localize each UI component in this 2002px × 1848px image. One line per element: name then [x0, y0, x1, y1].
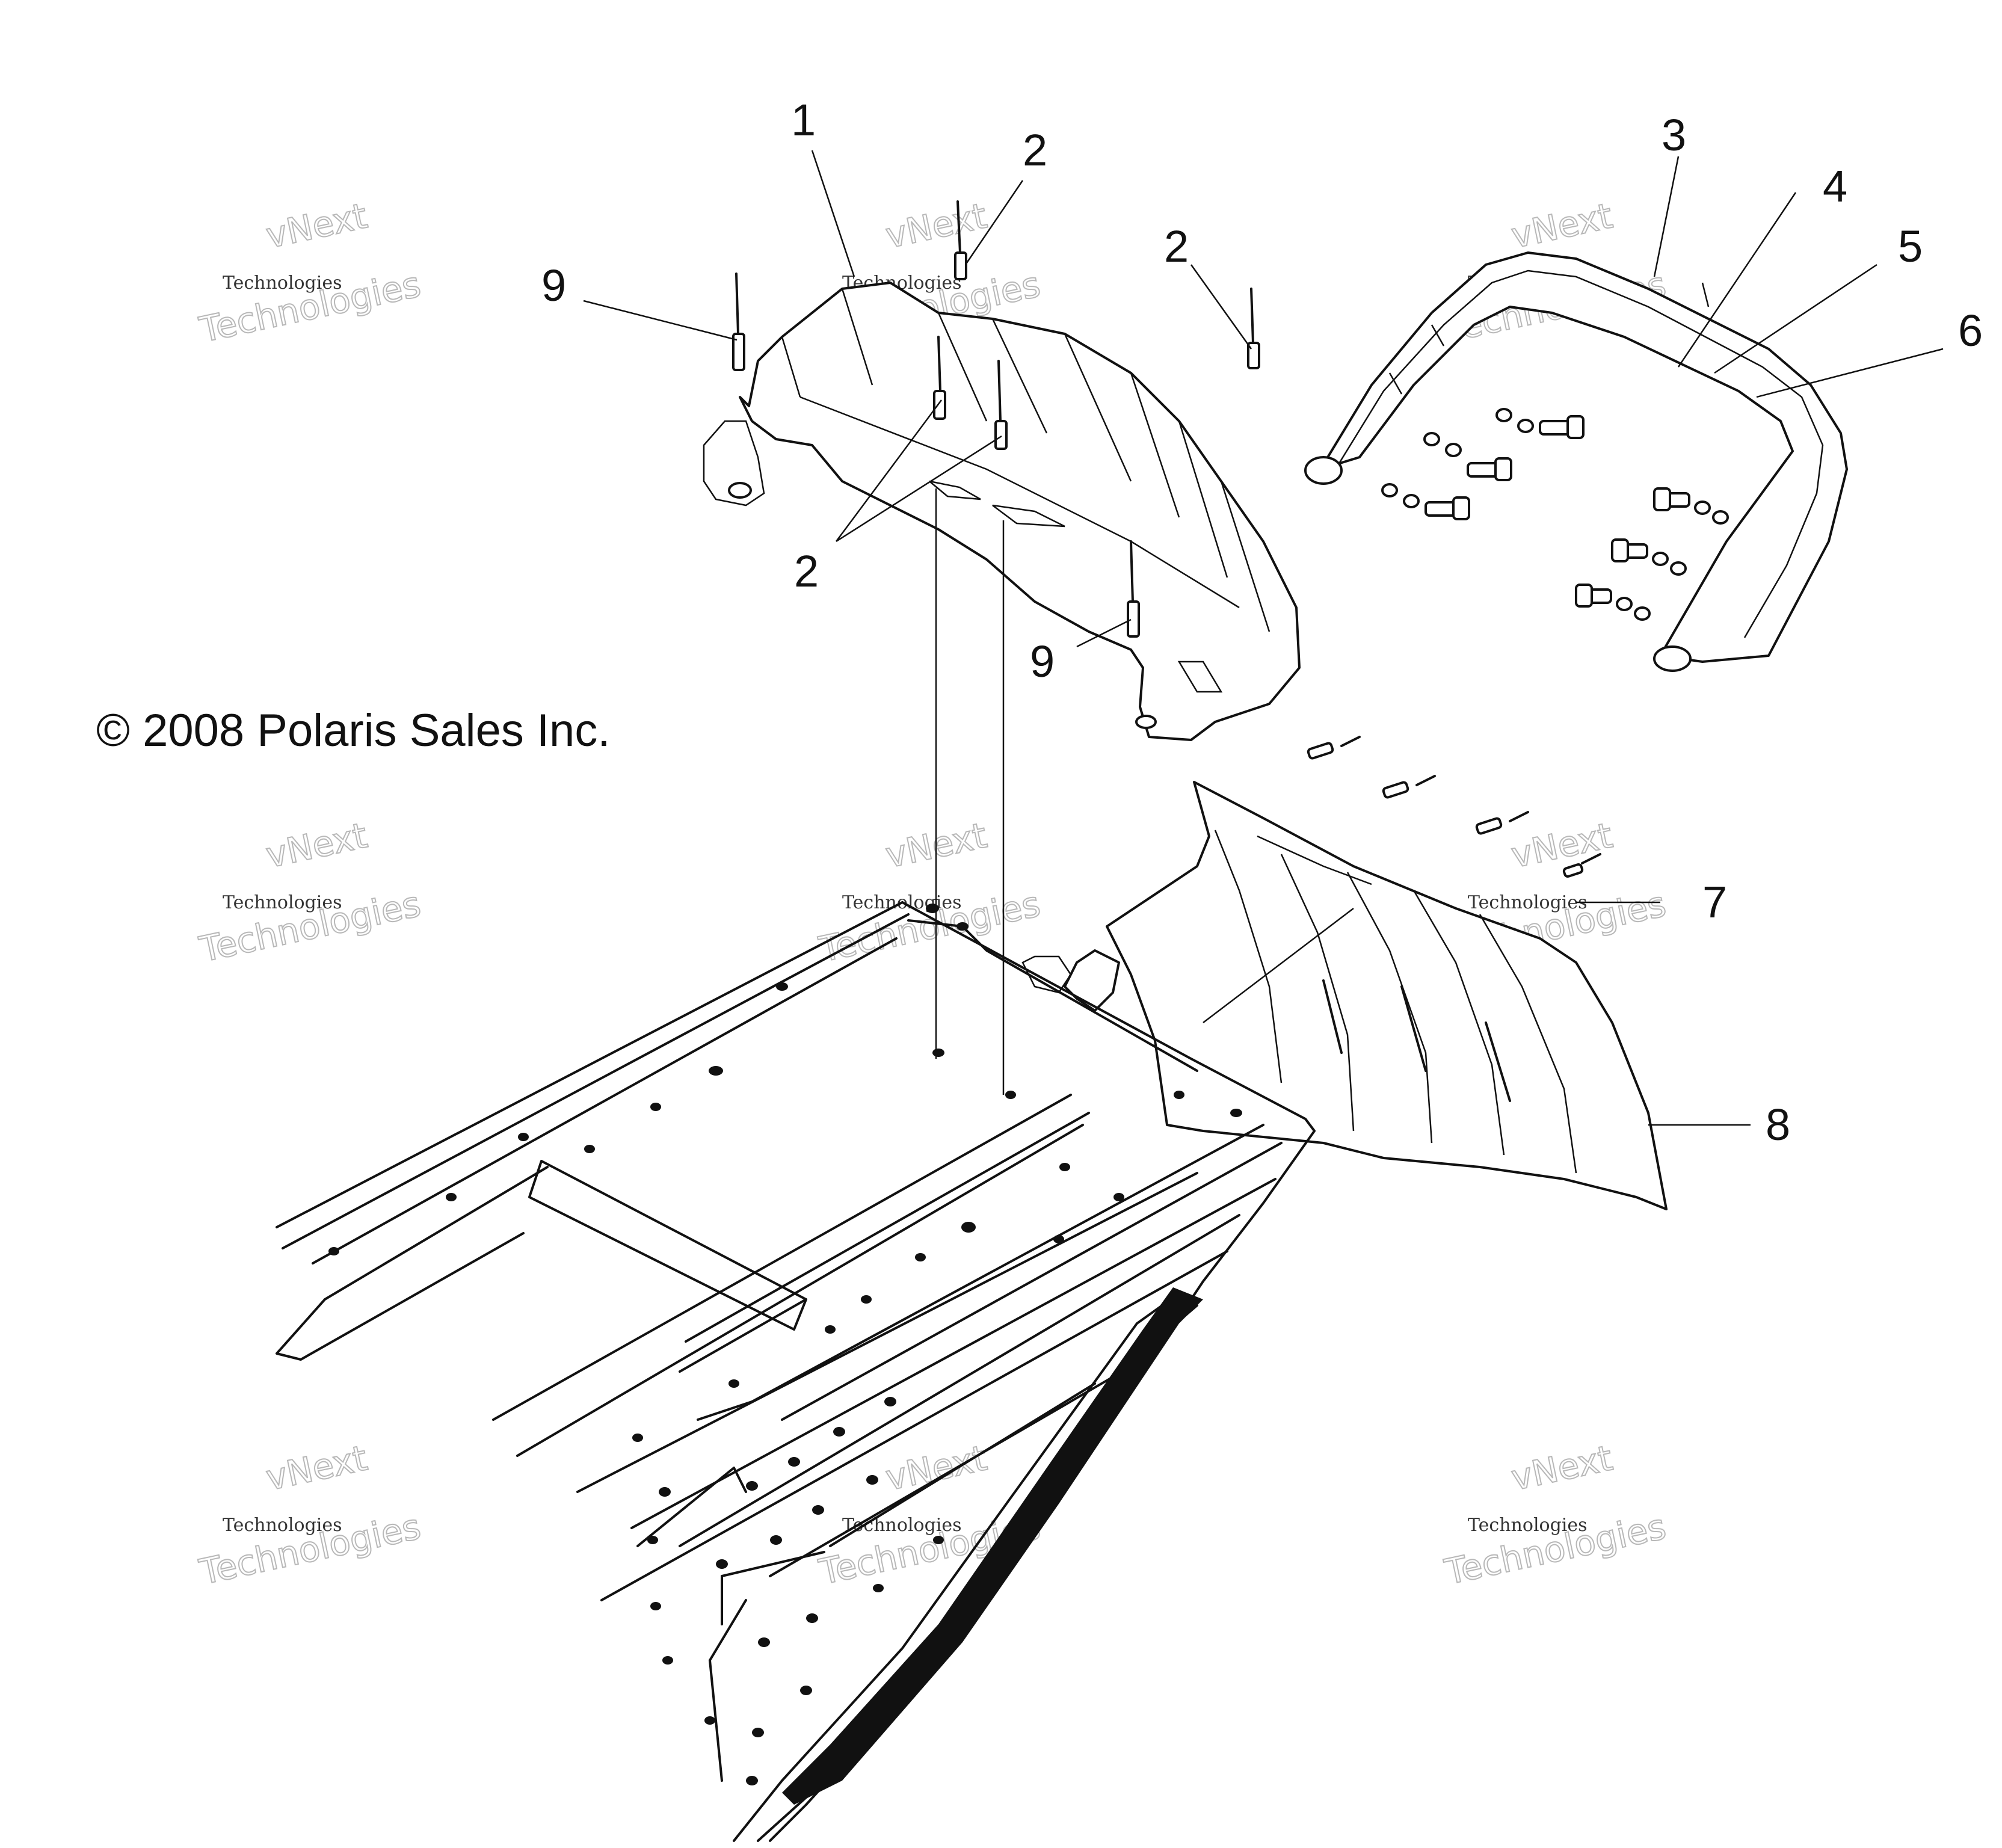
callout-5: 5: [1898, 221, 1923, 271]
svg-text:vNext: vNext: [882, 1437, 990, 1498]
svg-text:Technologies: Technologies: [842, 1515, 962, 1536]
callout-9-center: 9: [1030, 636, 1055, 686]
flap-rivets-7: [1307, 736, 1601, 878]
callout-2-right: 2: [1164, 221, 1189, 271]
callout-2-top: 2: [1023, 125, 1047, 175]
svg-text:vNext: vNext: [882, 195, 990, 256]
svg-text:Technologies: Technologies: [1468, 1515, 1588, 1536]
tunnel-holes: [328, 904, 1242, 1785]
callout-9-left: 9: [541, 260, 566, 310]
callouts: 1 2 2 2 3 4 5 6 7 8 9 9: [541, 95, 1983, 1150]
callout-8: 8: [1766, 1100, 1790, 1150]
handle-hardware: [1381, 408, 1729, 621]
svg-text:vNext: vNext: [262, 815, 371, 876]
callout-4: 4: [1823, 161, 1847, 211]
callout-1: 1: [791, 95, 816, 145]
grab-handle-part: [1304, 251, 1848, 672]
svg-text:vNext: vNext: [262, 195, 371, 256]
svg-text:vNext: vNext: [1508, 1437, 1616, 1498]
svg-text:vNext: vNext: [1508, 815, 1616, 876]
callout-7: 7: [1702, 877, 1727, 927]
svg-text:Technologies: Technologies: [1468, 892, 1588, 913]
watermark: Technologies Technologies vNext: [1441, 1437, 1671, 1593]
svg-text:Technologies: Technologies: [223, 1515, 342, 1536]
callout-3: 3: [1662, 110, 1686, 160]
leader-lines: [583, 150, 1944, 1126]
snow-flap-part: [1106, 781, 1668, 1210]
callout-2-bottom: 2: [794, 546, 819, 596]
svg-text:vNext: vNext: [262, 1437, 371, 1498]
svg-text:Technologies: Technologies: [223, 892, 342, 913]
svg-text:Technologies: Technologies: [223, 273, 342, 294]
watermark: Technologies Technologies vNext: [196, 1437, 425, 1593]
rivets-2-9: [732, 200, 1260, 638]
svg-text:vNext: vNext: [1508, 195, 1616, 256]
bumper-cover-part: [703, 282, 1301, 741]
callout-6: 6: [1958, 306, 1983, 356]
watermark: Technologies Technologies vNext: [196, 814, 425, 970]
copyright-notice: © 2008 Polaris Sales Inc.: [96, 705, 610, 756]
tunnel-chassis: [276, 901, 1316, 1842]
watermark: Technologies Technologies vNext: [196, 194, 425, 351]
